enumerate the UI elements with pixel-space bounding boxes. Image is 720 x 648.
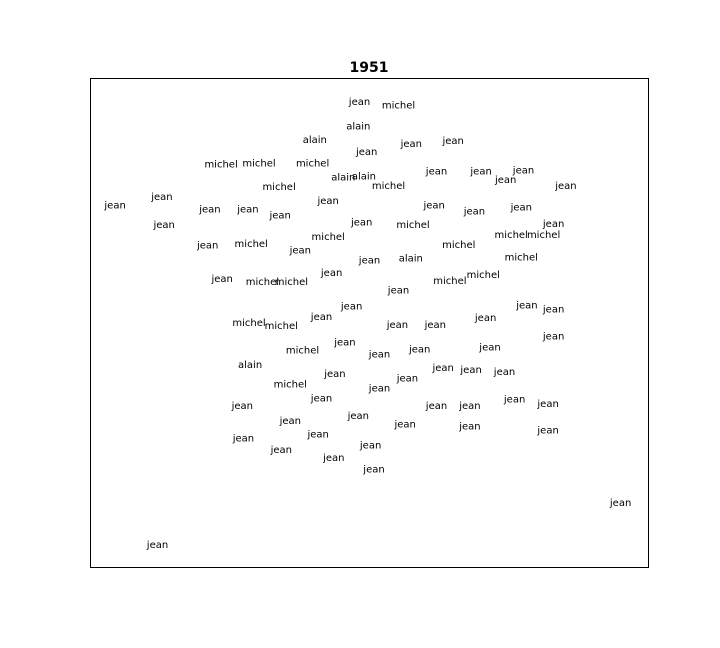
point-label-michel: michel [396, 220, 429, 231]
point-label-jean: jean [368, 384, 390, 395]
point-label-michel: michel [235, 239, 268, 250]
point-label-jean: jean [400, 139, 422, 150]
point-label-michel: michel [265, 321, 298, 332]
point-label-michel: michel [275, 277, 308, 288]
point-label-alain: alain [238, 360, 262, 371]
point-label-jean: jean [503, 394, 525, 405]
point-label-jean: jean [536, 399, 558, 410]
point-label-jean: jean [458, 422, 480, 433]
point-label-jean: jean [279, 416, 301, 427]
point-label-jean: jean [424, 320, 446, 331]
point-label-jean: jean [348, 97, 370, 108]
point-label-jean: jean [146, 540, 168, 551]
point-label-jean: jean [333, 338, 355, 349]
point-label-jean: jean [150, 192, 172, 203]
plot-area-frame [90, 78, 649, 568]
point-label-jean: jean [270, 445, 292, 456]
point-label-michel: michel [527, 230, 560, 241]
point-label-jean: jean [396, 374, 418, 385]
point-label-jean: jean [323, 369, 345, 380]
point-label-jean: jean [408, 344, 430, 355]
point-label-jean: jean [494, 175, 516, 186]
point-label-jean: jean [355, 147, 377, 158]
point-label-jean: jean [554, 181, 576, 192]
point-label-michel: michel [242, 159, 275, 170]
point-label-jean: jean [368, 349, 390, 360]
point-label-jean: jean [609, 498, 631, 509]
point-label-alain: alain [303, 135, 327, 146]
point-label-alain: alain [331, 172, 355, 183]
point-label-alain: alain [346, 121, 370, 132]
point-label-michel: michel [433, 276, 466, 287]
point-label-michel: michel [286, 345, 319, 356]
point-label-michel: michel [232, 318, 265, 329]
point-label-jean: jean [542, 332, 564, 343]
point-label-michel: michel [505, 253, 538, 264]
point-label-michel: michel [372, 181, 405, 192]
point-label-michel: michel [312, 232, 345, 243]
point-label-jean: jean [210, 274, 232, 285]
point-label-jean: jean [458, 401, 480, 412]
point-label-michel: michel [442, 240, 475, 251]
point-label-jean: jean [350, 217, 372, 228]
point-label-jean: jean [431, 363, 453, 374]
point-label-alain: alain [399, 254, 423, 265]
point-label-jean: jean [232, 433, 254, 444]
chart-title: 1951 [350, 60, 389, 76]
point-label-jean: jean [469, 166, 491, 177]
point-label-jean: jean [425, 166, 447, 177]
point-label-jean: jean [362, 465, 384, 476]
point-label-jean: jean [359, 440, 381, 451]
point-label-jean: jean [340, 301, 362, 312]
point-label-jean: jean [536, 426, 558, 437]
point-label-jean: jean [386, 320, 408, 331]
point-label-michel: michel [274, 380, 307, 391]
point-label-michel: michel [246, 277, 279, 288]
point-label-jean: jean [493, 367, 515, 378]
point-label-jean: jean [459, 365, 481, 376]
point-label-jean: jean [316, 196, 338, 207]
point-label-jean: jean [425, 401, 447, 412]
point-label-jean: jean [478, 342, 500, 353]
point-label-michel: michel [382, 100, 415, 111]
point-label-jean: jean [512, 165, 534, 176]
point-label-jean: jean [542, 304, 564, 315]
point-label-jean: jean [306, 430, 328, 441]
point-label-jean: jean [441, 136, 463, 147]
point-label-jean: jean [347, 411, 369, 422]
point-label-jean: jean [463, 207, 485, 218]
point-label-jean: jean [474, 313, 496, 324]
point-label-alain: alain [352, 171, 376, 182]
point-label-jean: jean [322, 453, 344, 464]
point-label-jean: jean [196, 241, 218, 252]
point-label-jean: jean [289, 246, 311, 257]
point-label-jean: jean [103, 201, 125, 212]
point-label-jean: jean [310, 312, 332, 323]
point-label-michel: michel [296, 159, 329, 170]
point-label-michel: michel [204, 160, 237, 171]
point-label-michel: michel [467, 270, 500, 281]
point-label-jean: jean [231, 401, 253, 412]
point-label-jean: jean [510, 203, 532, 214]
point-label-jean: jean [393, 420, 415, 431]
point-label-jean: jean [320, 268, 342, 279]
point-label-jean: jean [310, 393, 332, 404]
point-label-jean: jean [387, 286, 409, 297]
point-label-jean: jean [236, 205, 258, 216]
point-label-jean: jean [198, 205, 220, 216]
point-label-michel: michel [262, 182, 295, 193]
point-label-jean: jean [542, 219, 564, 230]
point-label-jean: jean [268, 210, 290, 221]
point-label-jean: jean [515, 300, 537, 311]
point-label-jean: jean [358, 255, 380, 266]
point-label-michel: michel [495, 230, 528, 241]
point-label-jean: jean [422, 201, 444, 212]
point-label-jean: jean [152, 220, 174, 231]
